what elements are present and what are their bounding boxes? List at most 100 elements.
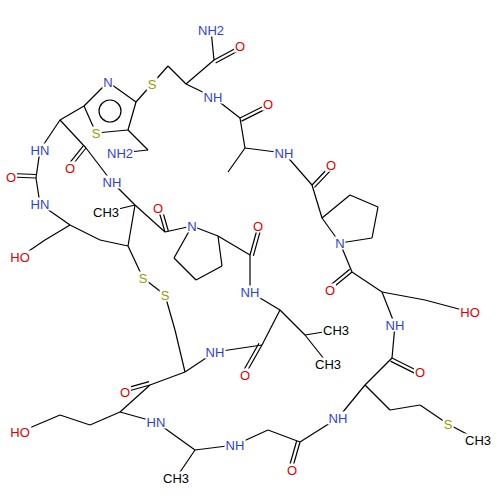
atom-label: O [234,40,246,53]
bond [196,266,222,280]
atom-label: NH [225,439,246,452]
atom-label: S [147,78,158,91]
atom-position: O [262,98,274,111]
atom-label: NH [102,176,123,189]
bond [352,272,382,292]
atom-position: S [138,272,149,285]
atom-position: O [239,369,251,382]
atom-label: S [443,418,454,431]
atom-position: O [252,220,264,233]
atom-label: O [286,464,298,477]
atom-label: CH3 [162,472,190,485]
bond [390,405,420,410]
bond [218,236,250,255]
atom-position: S [91,127,102,140]
atom-label: HO [9,426,31,439]
atom-position: O [414,366,426,379]
atom-position: HN [30,144,51,157]
atom-position: O [119,386,131,399]
atom-position: CH3 [464,434,492,447]
bond [100,240,128,246]
aromatic-ring [99,100,121,122]
atom-label: O [239,369,251,382]
atom-position: CH3 [314,358,342,371]
bond [175,330,185,372]
bond [174,258,196,280]
bond [268,430,300,442]
atom-position: O [286,464,298,477]
atom-position: N [334,237,345,250]
atom-label: CH3 [322,324,350,337]
bond [168,66,186,84]
atom-label: HO [9,251,31,264]
atom-label: CH3 [314,358,342,371]
atom-label: NH [274,147,295,160]
bond [228,148,245,172]
atom-label: O [119,386,131,399]
atom-position: CH3 [92,206,120,219]
atom-position: NH [225,439,246,452]
bond [90,412,120,425]
atom-position: HO [9,426,31,439]
bond [322,195,350,218]
atom-label: NH [240,286,261,299]
atom-position: NH [385,319,406,332]
atom-label: O [262,98,274,111]
atom-position: NH2 [197,24,225,37]
atom-position: NH [274,147,295,160]
atom-label: CH3 [464,434,492,447]
bond [60,415,90,425]
atom-label: HN [30,144,51,157]
bond [350,195,378,207]
bond [218,236,222,266]
atom-position: N [186,220,197,233]
atom-position: NH [328,412,349,425]
atom-position: HN [146,416,167,429]
bond [60,120,86,148]
atom-label: N [102,76,113,89]
atom-label: N [334,237,345,250]
atom-position: O [324,284,336,297]
atom-label: NH [328,412,349,425]
bond [372,207,378,238]
atom-label: O [324,284,336,297]
atom-position: O [234,40,246,53]
atom-position: CH3 [162,472,190,485]
bond [280,310,305,335]
atom-label: S [91,127,102,140]
atom-label: O [414,366,426,379]
atom-position: HO [9,251,31,264]
atom-label: O [64,162,76,175]
bond [382,292,425,300]
atom-position: HN [30,198,51,211]
atom-position: S [443,418,454,431]
bond [240,118,245,148]
bond [262,310,280,345]
bond [60,106,84,120]
atom-position: O [5,171,17,184]
atom-label: N [186,220,197,233]
atom-label: NH [203,91,224,104]
atom-position: NH2 [106,147,134,160]
atom-label: HN [30,198,51,211]
atom-label: O [152,202,164,215]
bond [128,205,135,246]
atom-label: S [160,289,171,302]
bond [150,372,185,385]
atom-label: NH [205,346,226,359]
bond [365,358,392,385]
bond [70,225,100,240]
atom-position: NH [203,91,224,104]
atom-label: NH2 [106,147,134,160]
atom-position: O [152,202,164,215]
atom-label: CH3 [92,206,120,219]
atom-position: N [102,76,113,89]
atom-position: NH [102,176,123,189]
atom-label: HN [146,416,167,429]
atom-label: O [325,159,337,172]
atom-label: NH [385,319,406,332]
atom-label: O [252,220,264,233]
atom-position: S [160,289,171,302]
